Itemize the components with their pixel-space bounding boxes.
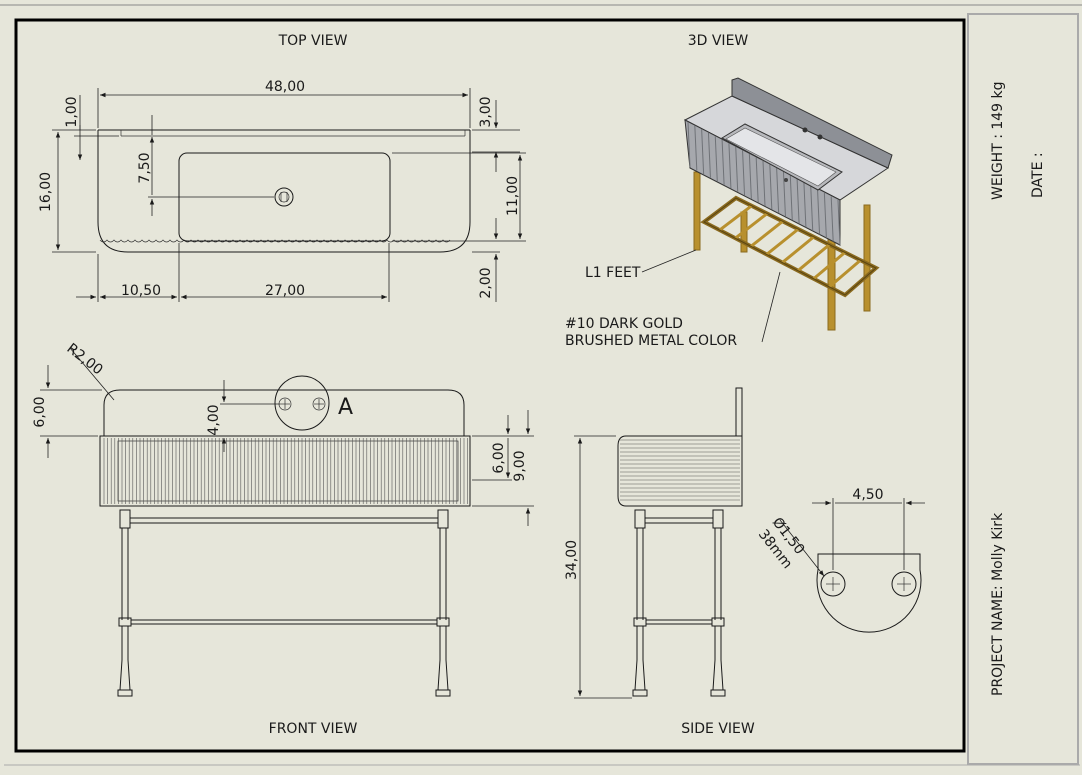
top-view-drawing	[97, 129, 471, 253]
dim-overall-height: 34,00	[564, 540, 580, 580]
side-view-drawing	[617, 387, 743, 697]
3d-view-title: 3D VIEW	[688, 33, 749, 49]
title-block: WEIGHT : 149 kg DATE : PROJECT NAME: Mol…	[990, 81, 1046, 696]
dim-left-offset: 10,50	[121, 283, 161, 299]
dim-radius: R2,00	[64, 341, 106, 379]
finish-callout-line2: BRUSHED METAL COLOR	[565, 333, 737, 349]
side-view-dimensions: 34,00	[564, 435, 632, 699]
detail-a-label: A	[338, 395, 353, 420]
dim-apron-height: 6,00	[491, 442, 507, 473]
dim-right-offset: 3,00	[478, 96, 494, 127]
weight-field: WEIGHT : 149 kg	[990, 81, 1006, 200]
project-name-field: PROJECT NAME: Molly Kirk	[990, 512, 1006, 696]
finish-callout-line1: #10 DARK GOLD	[565, 316, 683, 332]
detail-a-drawing	[816, 553, 922, 633]
dim-splash-height: 6,00	[32, 396, 48, 427]
dim-body-height: 9,00	[512, 450, 528, 481]
3d-view-annotations: L1 FEET #10 DARK GOLD BRUSHED METAL COLO…	[565, 249, 781, 349]
dim-depth: 16,00	[38, 172, 54, 212]
date-field: DATE :	[1030, 152, 1046, 198]
feet-callout: L1 FEET	[585, 265, 641, 281]
dim-basin-width: 27,00	[265, 283, 305, 299]
3d-view-drawing	[683, 77, 893, 331]
detail-a-dimensions: 4,50 Ø1,50 38mm	[755, 487, 925, 577]
front-view-title: FRONT VIEW	[269, 721, 358, 737]
front-view-drawing	[99, 375, 471, 697]
top-view-title: TOP VIEW	[278, 33, 348, 49]
dim-basin-depth: 11,00	[505, 176, 521, 216]
dim-front-offset: 2,00	[478, 267, 494, 298]
dim-top-offset: 1,00	[64, 96, 80, 127]
top-view-dimensions: 48,00 16,00 1,00 3,00 7,50 11,00 2,00	[38, 79, 526, 302]
dim-overall-width: 48,00	[265, 79, 305, 95]
sheet-border	[0, 4, 1082, 766]
dim-hole-spacing: 4,50	[852, 487, 883, 503]
dim-hole-offset: 4,00	[206, 404, 222, 435]
side-view-title: SIDE VIEW	[681, 721, 755, 737]
dim-drain-offset: 7,50	[137, 152, 153, 183]
